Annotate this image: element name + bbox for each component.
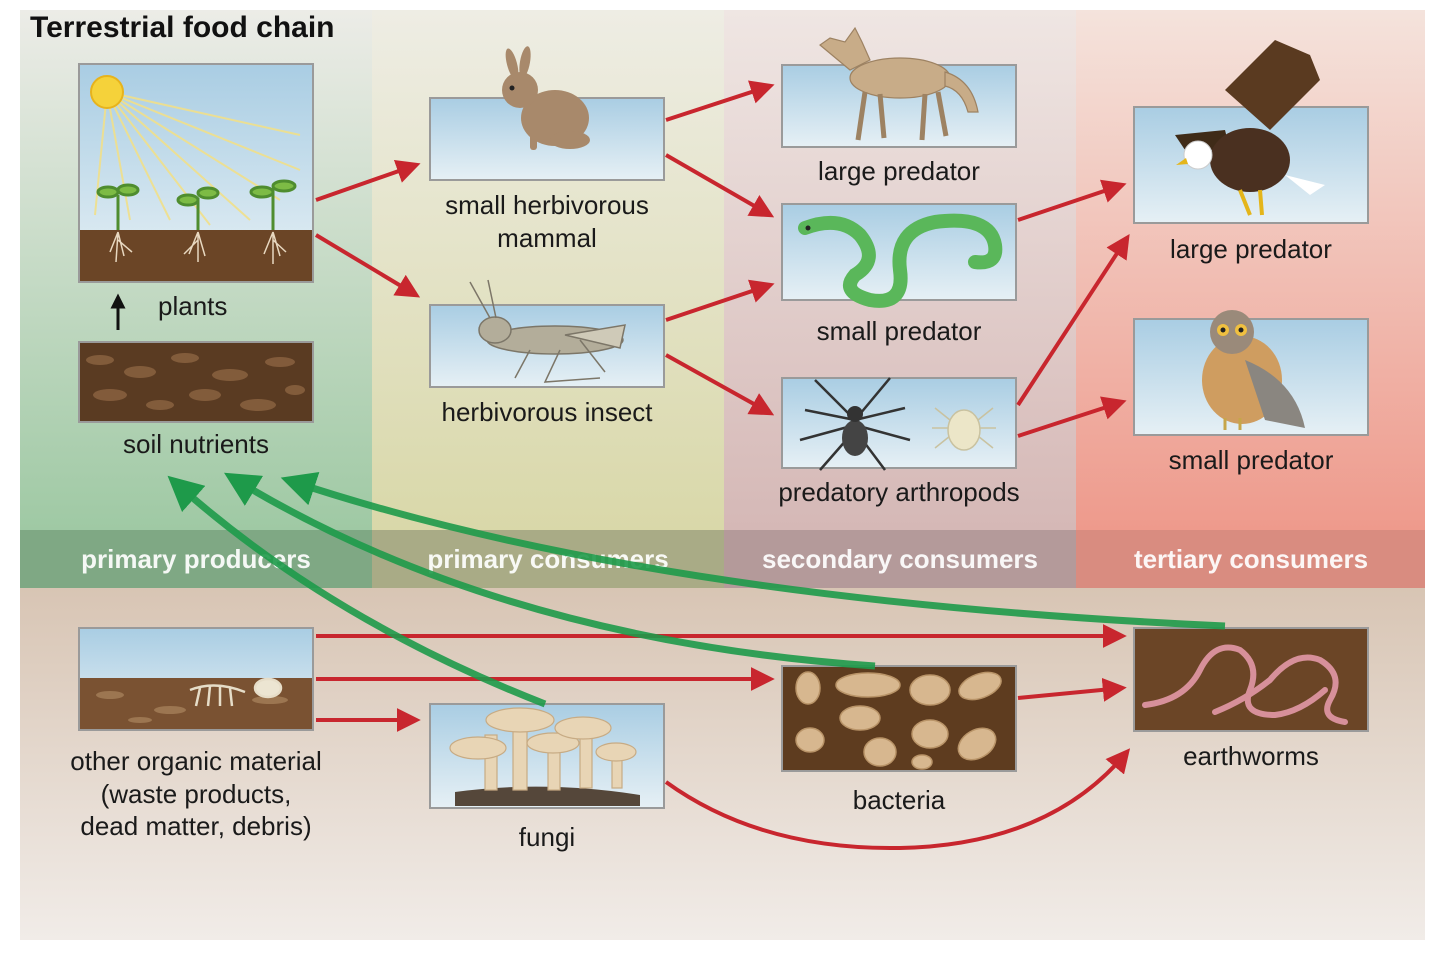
band-tertiary-consumers: [1076, 530, 1425, 588]
fungi-panel: [429, 703, 665, 809]
plants-label: plants: [158, 291, 227, 321]
small-herbivorous-mammal-label-line2: mammal: [497, 223, 597, 253]
diagram-title: Terrestrial food chain: [30, 11, 335, 44]
large-predator-tertiary-panel: [1133, 40, 1369, 224]
coyote-icon: [819, 26, 979, 141]
arrow-bacteria-to-earthworms: [1017, 677, 1127, 702]
skeleton-icon: [189, 677, 283, 707]
primary-consumers-column: [372, 10, 724, 530]
snake-icon: [798, 213, 1003, 308]
mite-icon: [932, 407, 996, 451]
arrow-plants-to-insect: [314, 233, 421, 298]
fungi-label: fungi: [519, 822, 575, 852]
other-organic-material-panel: [78, 627, 314, 731]
nutrient-return-arrows: [167, 471, 1226, 708]
arrow-snake-to-eagle: [1017, 179, 1127, 222]
soil-nutrients-panel: [78, 341, 314, 423]
arrow-fungi-to-earthworms: [664, 748, 1131, 851]
predatory-arthropods-label: predatory arthropods: [778, 477, 1019, 507]
owl-icon: [1202, 310, 1305, 430]
bacteria-icon: [795, 671, 1002, 770]
band-secondary-consumers: [724, 530, 1076, 588]
small-herbivorous-mammal-panel: [429, 46, 665, 181]
herbivorous-insect-panel: [429, 279, 665, 388]
trophic-band: primary producers primary consumers seco…: [20, 530, 1425, 588]
small-herbivorous-mammal-label-line1: small herbivorous: [445, 190, 649, 220]
spider-icon: [799, 377, 911, 471]
arrow-mammal-to-small-predator: [665, 153, 775, 218]
arrow-fungi-to-soil: [167, 475, 547, 708]
band-primary-consumers: [372, 530, 724, 588]
arrow-arthropods-to-owl: [1017, 396, 1127, 438]
plants-panel: [78, 63, 314, 283]
arrow-mammal-to-large-predator: [665, 80, 775, 122]
small-predator-tertiary-label: small predator: [1169, 445, 1334, 475]
mushroom-icon: [449, 707, 637, 791]
band-primary-producers: [20, 530, 372, 588]
arrow-insect-to-small-predator: [665, 279, 775, 322]
small-predator-tertiary-panel: [1133, 310, 1369, 436]
large-predator-secondary-label: large predator: [818, 156, 980, 186]
eagle-icon: [1175, 40, 1325, 216]
energy-flow-arrows: [314, 80, 1131, 851]
grasshopper-icon: [469, 279, 626, 383]
large-predator-tertiary-label: large predator: [1170, 234, 1332, 264]
earthworms-panel: [1133, 627, 1369, 732]
bacteria-label: bacteria: [853, 785, 946, 815]
sun-icon: [90, 75, 301, 226]
roots-icon: [109, 231, 287, 264]
other-organic-material-label-line1: other organic material: [70, 746, 321, 776]
arrow-plants-to-mammal: [315, 160, 421, 202]
rabbit-icon: [502, 46, 590, 150]
band-label-secondary: secondary consumers: [762, 544, 1038, 574]
arrow-bacteria-to-soil: [224, 472, 876, 670]
earthworm-icon: [1142, 644, 1348, 725]
arrow-earthworms-to-soil: [280, 471, 1226, 630]
small-predator-secondary-label: small predator: [817, 316, 982, 346]
other-organic-material-label-line2: (waste products,: [101, 779, 292, 809]
seedling-icon: [96, 179, 297, 230]
predatory-arthropods-panel: [781, 377, 1017, 471]
large-predator-secondary-panel: [781, 26, 1017, 148]
herbivorous-insect-label: herbivorous insect: [442, 397, 654, 427]
other-organic-material-label-line3: dead matter, debris): [80, 811, 311, 841]
arrow-insect-to-arthropods: [665, 353, 775, 416]
band-label-tertiary: tertiary consumers: [1134, 544, 1368, 574]
earthworms-label: earthworms: [1183, 741, 1319, 771]
small-predator-secondary-panel: [781, 203, 1017, 308]
soil-nutrients-label: soil nutrients: [123, 429, 269, 459]
bacteria-panel: [781, 665, 1017, 772]
arrow-arthropods-to-eagle: [1016, 233, 1130, 407]
